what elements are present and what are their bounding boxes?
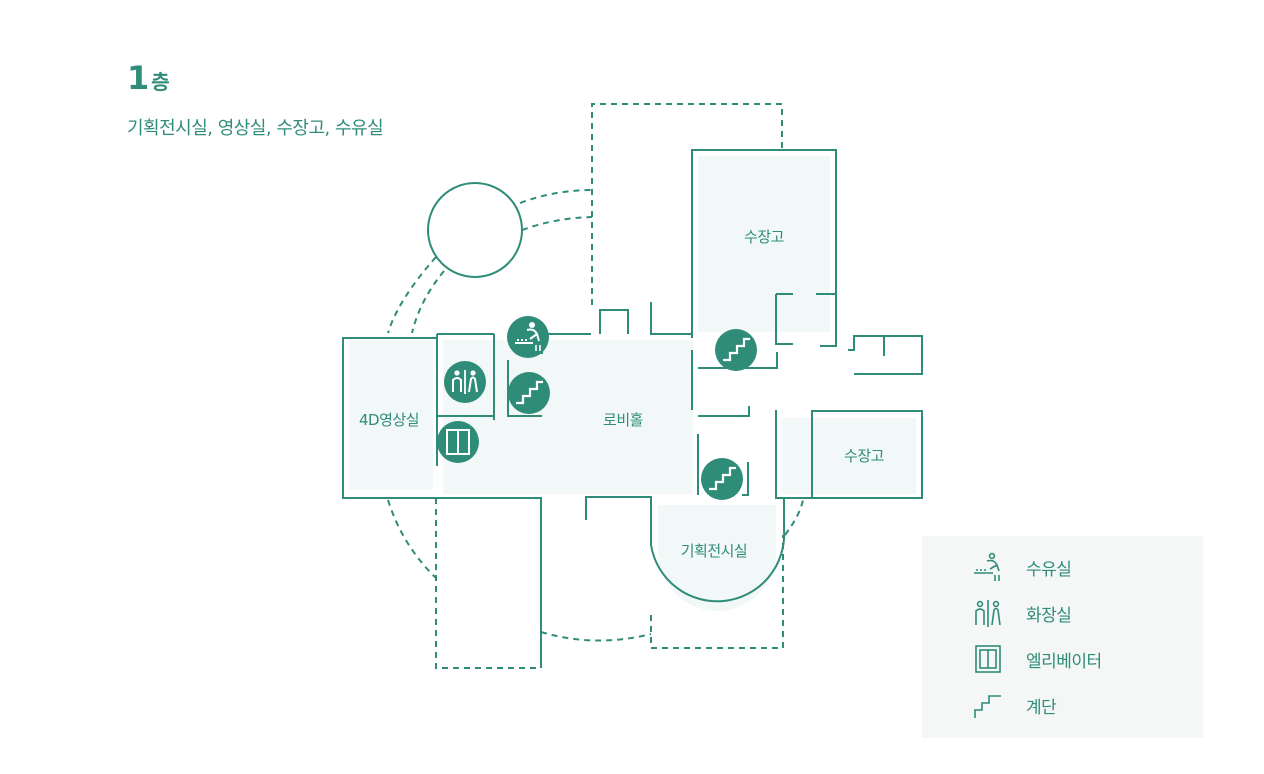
circular-atrium (427, 182, 523, 278)
restroom-icon (968, 598, 1008, 628)
stairs-icon (968, 690, 1008, 720)
stairs-marker-lobby[interactable] (506, 370, 552, 416)
room-label-storage-right: 수장고 (844, 447, 884, 465)
legend-item-restroom: 화장실 (968, 598, 1072, 628)
legend-label-nursing: 수유실 (1026, 559, 1072, 580)
restroom-marker[interactable] (443, 360, 487, 404)
elevator-marker[interactable] (436, 420, 480, 464)
legend-item-stairs: 계단 (968, 690, 1057, 720)
stairs-marker-north[interactable] (713, 327, 759, 373)
nursing-room-marker[interactable] (506, 315, 550, 359)
legend-label-restroom: 화장실 (1026, 605, 1072, 626)
floor-number: 1 (127, 59, 150, 97)
room-fills (349, 156, 916, 611)
legend-item-nursing: 수유실 (968, 552, 1072, 582)
legend-label-elevator: 엘리베이터 (1026, 651, 1102, 672)
floor-unit: 층 (151, 70, 170, 94)
nursing-room-icon (968, 552, 1008, 582)
room-label-storage-top: 수장고 (744, 228, 784, 246)
room-label-theater: 4D영상실 (359, 411, 419, 429)
elevator-icon (968, 644, 1008, 674)
floor-subtitle: 기획전시실, 영상실, 수장고, 수유실 (127, 118, 384, 139)
walls (342, 149, 923, 668)
legend-item-elevator: 엘리베이터 (968, 644, 1102, 674)
room-label-lobby: 로비홀 (603, 411, 643, 429)
room-label-exhibition: 기획전시실 (681, 542, 748, 560)
stairs-marker-south[interactable] (699, 456, 745, 502)
legend: 수유실 화장실 엘리베이터 계단 (922, 536, 1203, 738)
legend-label-stairs: 계단 (1026, 697, 1057, 718)
